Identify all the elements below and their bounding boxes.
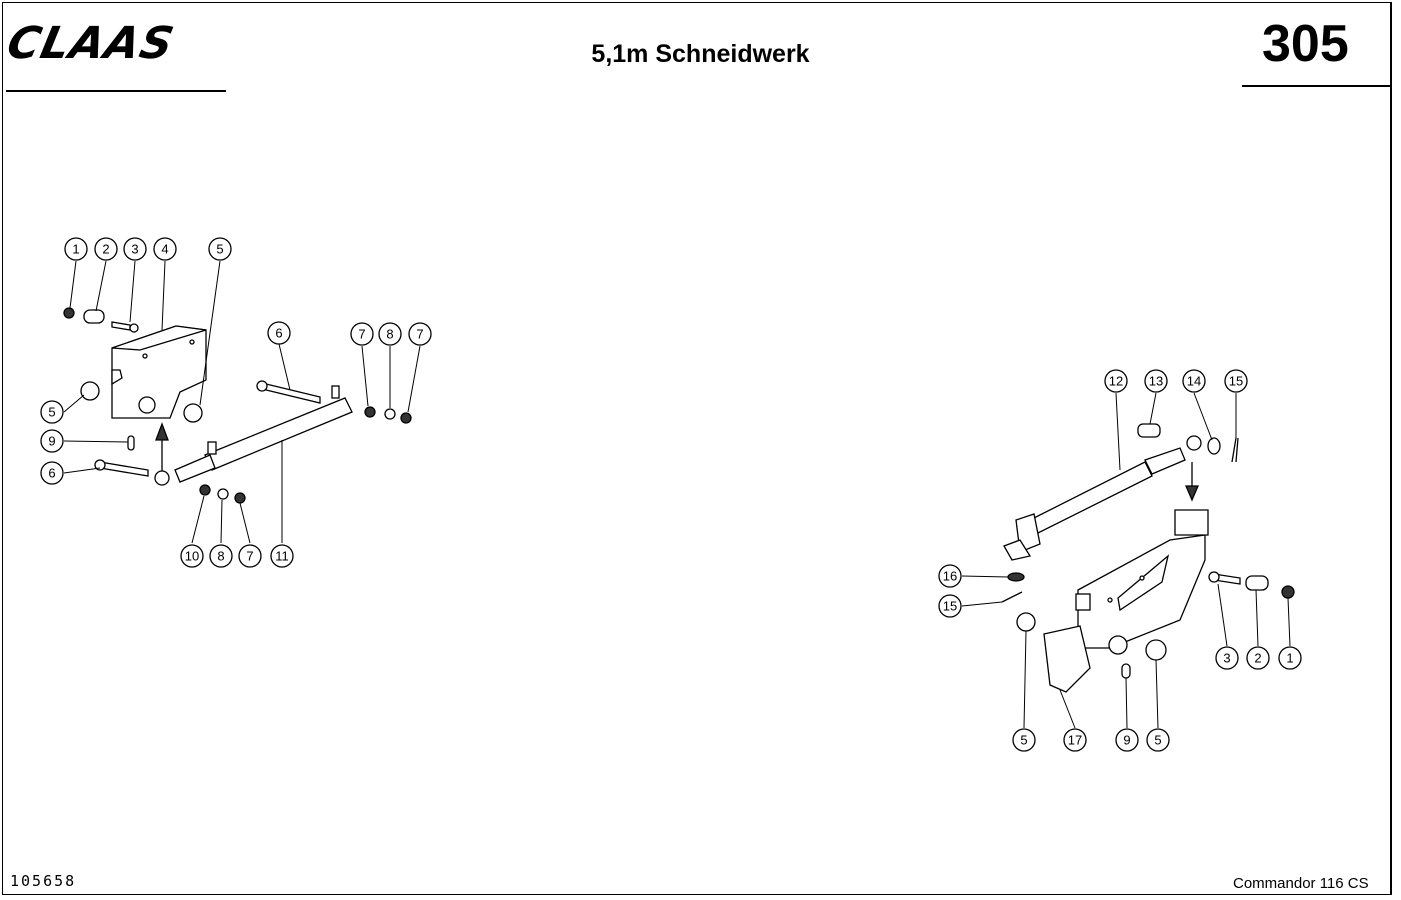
callout-1: 1 xyxy=(1278,646,1302,670)
callout-8: 8 xyxy=(378,322,402,346)
callout-15: 15 xyxy=(938,594,962,618)
callout-5: 5 xyxy=(208,237,232,261)
svg-text:6: 6 xyxy=(48,466,55,481)
callout-5: 5 xyxy=(1012,728,1036,752)
hydraulic-cylinder-part xyxy=(1029,461,1153,535)
hydraulic-cylinder-part xyxy=(204,397,353,471)
svg-text:3: 3 xyxy=(1223,651,1230,666)
svg-text:13: 13 xyxy=(1149,374,1163,389)
svg-text:4: 4 xyxy=(161,242,168,257)
right-assembly xyxy=(961,392,1295,729)
svg-text:9: 9 xyxy=(48,434,55,449)
page-number-underline xyxy=(1242,85,1392,87)
document-number: 105658 xyxy=(10,872,77,890)
svg-text:10: 10 xyxy=(185,549,199,564)
svg-text:11: 11 xyxy=(275,549,289,564)
svg-text:1: 1 xyxy=(72,242,79,257)
svg-text:7: 7 xyxy=(416,327,423,342)
svg-text:2: 2 xyxy=(1254,651,1261,666)
callout-8: 8 xyxy=(209,544,233,568)
svg-text:9: 9 xyxy=(1123,733,1130,748)
svg-text:6: 6 xyxy=(275,326,282,341)
callout-16: 16 xyxy=(938,564,962,588)
svg-text:3: 3 xyxy=(131,242,138,257)
svg-text:1: 1 xyxy=(1286,651,1293,666)
svg-text:5: 5 xyxy=(216,242,223,257)
svg-text:7: 7 xyxy=(246,549,253,564)
svg-text:17: 17 xyxy=(1068,733,1082,748)
callout-7: 7 xyxy=(238,544,262,568)
callout-10: 10 xyxy=(180,544,204,568)
svg-text:8: 8 xyxy=(386,327,393,342)
callout-15: 15 xyxy=(1224,369,1248,393)
callout-3: 3 xyxy=(1215,646,1239,670)
svg-text:16: 16 xyxy=(943,569,957,584)
callout-6: 6 xyxy=(267,321,291,345)
callout-6: 6 xyxy=(40,461,64,485)
callout-7: 7 xyxy=(350,322,374,346)
left-assembly xyxy=(63,260,421,544)
model-name: Commandor 116 CS xyxy=(1233,875,1369,892)
svg-text:14: 14 xyxy=(1187,374,1201,389)
callout-9: 9 xyxy=(1115,728,1139,752)
svg-text:2: 2 xyxy=(102,242,109,257)
logo-underline xyxy=(6,90,226,92)
callout-13: 13 xyxy=(1144,369,1168,393)
svg-text:5: 5 xyxy=(1020,733,1027,748)
callout-7: 7 xyxy=(408,322,432,346)
svg-text:8: 8 xyxy=(217,549,224,564)
callout-2: 2 xyxy=(1246,646,1270,670)
callout-2: 2 xyxy=(94,237,118,261)
callout-5: 5 xyxy=(40,400,64,424)
callout-11: 11 xyxy=(270,544,294,568)
page-number: 305 xyxy=(1262,15,1349,73)
callout-1: 1 xyxy=(64,237,88,261)
svg-text:12: 12 xyxy=(1109,374,1123,389)
svg-text:15: 15 xyxy=(943,599,957,614)
svg-text:7: 7 xyxy=(358,327,365,342)
callout-14: 14 xyxy=(1182,369,1206,393)
svg-text:5: 5 xyxy=(48,405,55,420)
svg-text:15: 15 xyxy=(1229,374,1243,389)
svg-text:5: 5 xyxy=(1154,733,1161,748)
callout-12: 12 xyxy=(1104,369,1128,393)
callout-4: 4 xyxy=(153,237,177,261)
page-title: 5,1m Schneidwerk xyxy=(591,40,810,68)
callout-5: 5 xyxy=(1146,728,1170,752)
callout-3: 3 xyxy=(123,237,147,261)
callout-9: 9 xyxy=(40,429,64,453)
callout-17: 17 xyxy=(1063,728,1087,752)
